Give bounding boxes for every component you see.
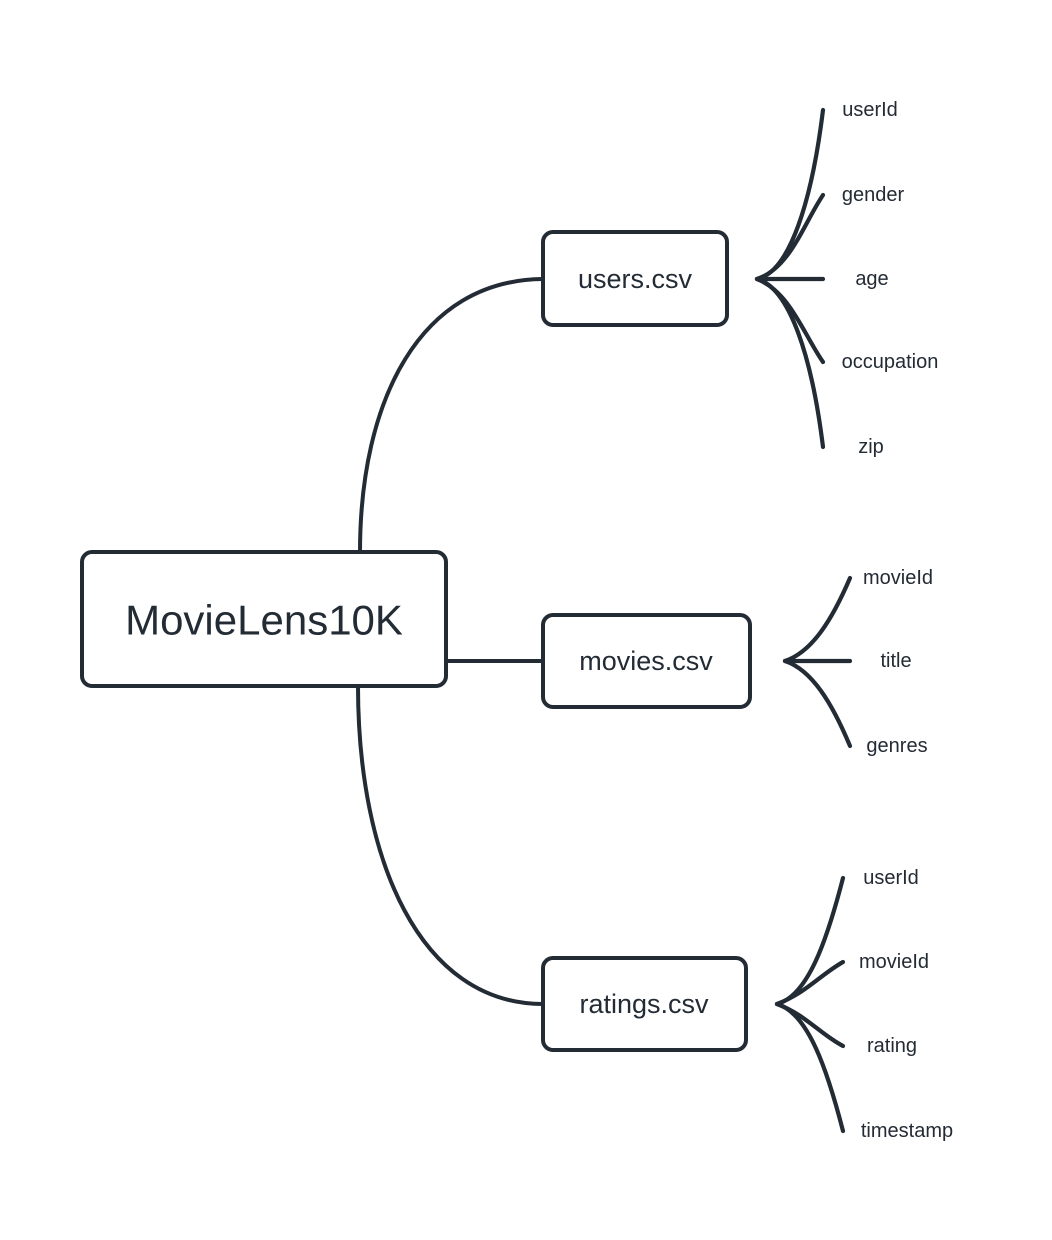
leaf-label-users-age[interactable]: age [855, 268, 888, 290]
ratings-leaf-labels: userId movieId rating timestamp [859, 867, 953, 1142]
leaf-edge-users-zip [754, 276, 826, 450]
branch-node-movies-box[interactable] [541, 613, 752, 709]
branch-node-ratings-box[interactable] [541, 956, 748, 1052]
leaf-label-users-zip[interactable]: zip [858, 436, 884, 458]
edge-root-to-ratings [356, 684, 545, 1006]
branch-node-ratings-label: ratings.csv [579, 989, 709, 1019]
leaf-label-movies-title[interactable]: title [880, 650, 911, 672]
leaf-label-users-gender[interactable]: gender [842, 184, 905, 206]
leaf-label-ratings-rating[interactable]: rating [867, 1035, 917, 1057]
branch-node-movies-label: movies.csv [579, 646, 713, 676]
leaf-edge-movies-genres [782, 658, 853, 749]
leaf-label-movies-genres[interactable]: genres [866, 735, 927, 757]
branch-node-ratings[interactable]: ratings.csv [541, 956, 748, 1052]
branch-node-users-box[interactable] [541, 230, 729, 327]
root-node-box[interactable] [80, 550, 448, 688]
leaf-edge-movies-movieId [782, 575, 853, 664]
branch-node-movies[interactable]: movies.csv [541, 613, 752, 709]
branch-node-users-label: users.csv [578, 264, 693, 294]
leaf-label-ratings-userId[interactable]: userId [863, 867, 919, 889]
root-node[interactable]: MovieLens10K [80, 550, 448, 688]
ratings-leaf-edges [774, 875, 846, 1134]
leaf-label-movies-movieId[interactable]: movieId [863, 567, 933, 589]
leaf-edge-users-gender [754, 192, 826, 282]
leaf-label-users-occupation[interactable]: occupation [842, 351, 939, 373]
users-leaf-edges [754, 107, 826, 450]
leaf-label-ratings-timestamp[interactable]: timestamp [861, 1120, 953, 1142]
users-leaf-labels: userId gender age occupation zip [842, 99, 939, 458]
movies-leaf-labels: movieId title genres [863, 567, 933, 757]
leaf-edge-ratings-timestamp [774, 1001, 846, 1134]
branch-node-users[interactable]: users.csv [541, 230, 729, 327]
root-branch-edges [356, 277, 545, 1006]
leaf-label-users-userId[interactable]: userId [842, 99, 898, 121]
root-node-label: MovieLens10K [125, 597, 403, 644]
leaf-edge-ratings-movieId [774, 959, 846, 1007]
leaf-edge-users-occupation [754, 276, 826, 365]
movies-leaf-edges [782, 575, 853, 749]
leaf-label-ratings-movieId[interactable]: movieId [859, 951, 929, 973]
edge-root-to-users [358, 277, 545, 554]
